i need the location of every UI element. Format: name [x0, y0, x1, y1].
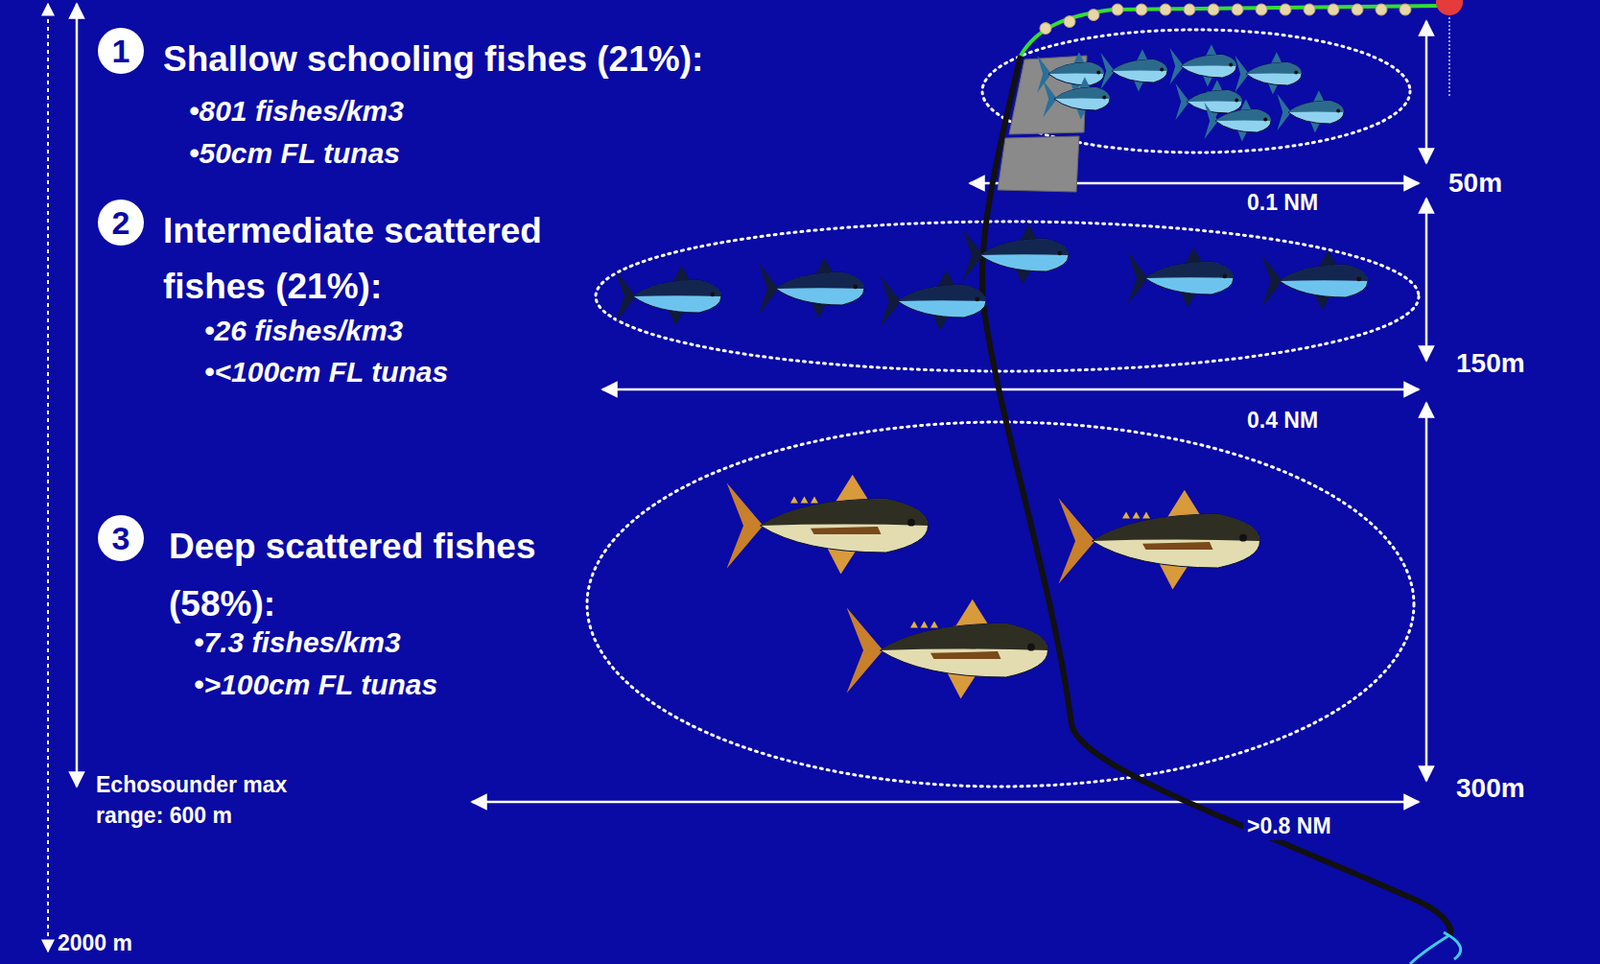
fad-tail — [1410, 932, 1461, 964]
tuna-fish — [1169, 44, 1237, 87]
tuna-fish — [963, 224, 1069, 285]
zone-heading: Intermediate scattered fishes (21%): — [163, 203, 614, 315]
depth-label: 150m — [1456, 347, 1526, 380]
range-arrow — [75, 3, 79, 787]
zone-detail: •50cm FL tunas — [188, 136, 400, 171]
float — [1351, 3, 1364, 16]
float — [1063, 16, 1076, 28]
tuna-fish — [615, 265, 722, 327]
zone-detail: •<100cm FL tunas — [204, 354, 448, 390]
float — [1255, 3, 1268, 16]
float — [1087, 9, 1100, 22]
range-note: Echosounder max range: 600 m — [95, 769, 336, 831]
school-zone — [982, 29, 1411, 153]
callout-number: 3 — [97, 515, 144, 562]
zone-heading: Deep scattered fishes (58%): — [168, 517, 591, 634]
float — [1231, 3, 1244, 16]
float — [1039, 23, 1052, 35]
fad-rope — [982, 55, 1451, 936]
tuna-fish — [1128, 247, 1234, 308]
float — [1279, 3, 1292, 16]
float-row — [1039, 3, 1412, 35]
width-label: >0.8 NM — [1243, 813, 1336, 841]
tuna-fish — [880, 270, 987, 331]
tuna-fish — [1262, 250, 1368, 311]
depth-arrow — [1425, 198, 1429, 361]
callout-number: 2 — [97, 199, 144, 246]
buoy — [1435, 0, 1463, 16]
depth-label: 300m — [1456, 772, 1526, 805]
depth-arrow — [1425, 21, 1429, 164]
float — [1327, 3, 1340, 16]
depth-arrow — [1425, 402, 1429, 781]
fad-panel — [997, 136, 1080, 192]
float — [1135, 3, 1148, 16]
zone-detail: •>100cm FL tunas — [193, 667, 438, 703]
zone-detail: •801 fishes/km3 — [188, 94, 404, 129]
width-arrow — [602, 388, 1419, 392]
float — [1159, 3, 1172, 16]
tuna-fish — [1058, 490, 1261, 590]
fish-group — [615, 44, 1368, 699]
zone-detail: •7.3 fishes/km3 — [193, 625, 401, 660]
buoy-chain — [1448, 13, 1451, 98]
width-label: 0.4 NM — [1243, 407, 1322, 435]
width-label: 0.1 NM — [1243, 189, 1322, 217]
zone-heading: Shallow schooling fishes (21%): — [163, 38, 704, 81]
width-arrow — [471, 800, 1419, 804]
tuna-fish — [1203, 98, 1271, 142]
tuna-fish — [758, 258, 865, 319]
depth-arrow — [47, 3, 49, 952]
tuna-fish — [847, 599, 1049, 700]
fad-raft — [1020, 5, 1439, 56]
depth-label: 50m — [1448, 166, 1503, 200]
zone-detail: •26 fishes/km3 — [204, 313, 403, 349]
tuna-fish — [1276, 90, 1344, 133]
float — [1111, 3, 1124, 16]
float — [1183, 3, 1196, 16]
float — [1207, 3, 1220, 16]
callout-number: 1 — [97, 27, 144, 74]
tuna-fish — [1234, 51, 1302, 95]
tuna-fish — [1042, 76, 1110, 119]
school-zone — [595, 221, 1419, 372]
tuna-fish — [1100, 48, 1168, 92]
tuna-fish — [727, 474, 929, 575]
float — [1375, 3, 1388, 16]
float — [1303, 3, 1316, 16]
school-zone — [587, 422, 1414, 787]
float — [1399, 3, 1412, 16]
depth-label: 2000 m — [57, 930, 133, 958]
